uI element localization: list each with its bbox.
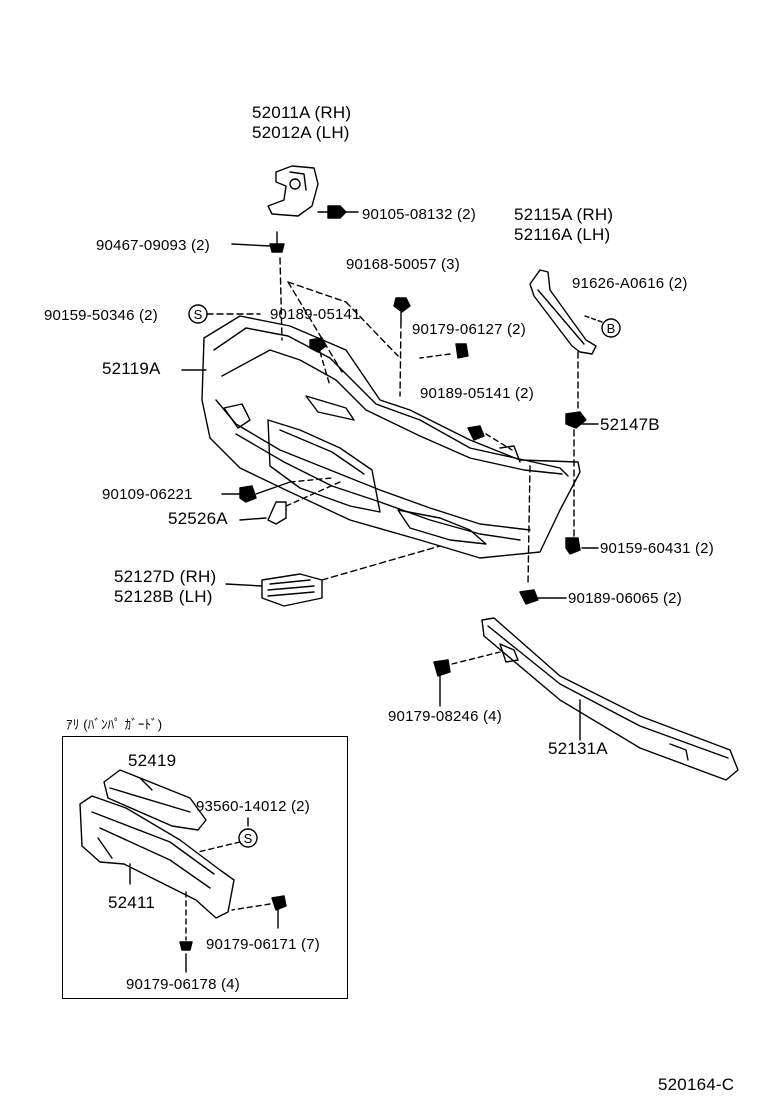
label-52526A: 52526A	[168, 509, 228, 528]
bumper-guard-inset-frame	[62, 736, 348, 999]
label-90179-06171: 90179-06171 (7)	[206, 936, 320, 953]
inset-title: ｱﾘ (ﾊﾞﾝﾊﾟ ｶﾞｰﾄﾞ)	[66, 717, 163, 732]
bolt-90105	[317, 205, 347, 219]
label-91626: 91626-A0616 (2)	[572, 275, 688, 292]
label-93560: 93560-14012 (2)	[196, 798, 310, 815]
bumper-guard-52411	[79, 795, 235, 919]
label-90159-60431: 90159-60431 (2)	[600, 540, 714, 557]
label-52119A: 52119A	[102, 359, 161, 378]
bolt-90109	[239, 481, 291, 503]
retainer-52147B	[565, 411, 587, 429]
label-52131A: 52131A	[548, 739, 608, 758]
clip-90179-06178	[179, 941, 193, 951]
label-90179-08246: 90179-08246 (4)	[388, 708, 502, 725]
clip-90467	[269, 231, 285, 253]
label-90189-05141-a: 90189-05141	[270, 306, 361, 323]
nut-90179-08246	[433, 659, 451, 677]
marker-s: S	[193, 307, 203, 322]
marker-b: B	[606, 321, 616, 336]
bumper-cover	[201, 315, 581, 559]
label-52116A: 52116A (LH)	[514, 225, 611, 244]
label-90105: 90105-08132 (2)	[362, 206, 476, 223]
screw-90168	[393, 297, 411, 323]
label-52128B: 52128B (LH)	[114, 587, 213, 606]
label-52011A: 52011A (RH)	[252, 103, 352, 122]
label-90109: 90109-06221	[102, 486, 193, 503]
grille-52127D	[261, 573, 323, 607]
reinforcement-52131A	[481, 617, 739, 781]
label-52127D: 52127D (RH)	[114, 567, 217, 586]
label-90168: 90168-50057 (3)	[346, 256, 460, 273]
marker-s-inset	[238, 828, 258, 848]
marker-s-inset-text: S	[243, 831, 253, 846]
label-52012A: 52012A (LH)	[252, 123, 350, 142]
screw-90159-60431	[565, 537, 581, 555]
clip-90189-06065	[519, 589, 539, 605]
clip-90189-b	[467, 425, 485, 441]
bumper-bracket-upper	[267, 165, 319, 217]
marker-b-rivet	[601, 318, 621, 338]
side-bracket	[529, 269, 597, 355]
clip-90179-06171	[271, 895, 287, 911]
clip-90189-a	[309, 337, 327, 353]
label-90179-06127: 90179-06127 (2)	[412, 321, 526, 338]
label-52147B: 52147B	[600, 415, 660, 434]
nut-90179-06127	[455, 343, 469, 359]
label-90189-06065: 90189-06065 (2)	[568, 590, 682, 607]
label-90189-05141-b: 90189-05141 (2)	[420, 385, 534, 402]
diagram-code: 520164-C	[658, 1075, 735, 1094]
label-52115A: 52115A (RH)	[514, 205, 614, 224]
label-90179-06178: 90179-06178 (4)	[126, 976, 240, 993]
label-90467: 90467-09093 (2)	[96, 237, 210, 254]
label-90159-50346: 90159-50346 (2)	[44, 307, 158, 324]
label-52411: 52411	[108, 893, 156, 912]
bumper-guard-52419	[103, 769, 207, 831]
bracket-52526A	[267, 501, 287, 525]
label-52419: 52419	[128, 751, 177, 770]
